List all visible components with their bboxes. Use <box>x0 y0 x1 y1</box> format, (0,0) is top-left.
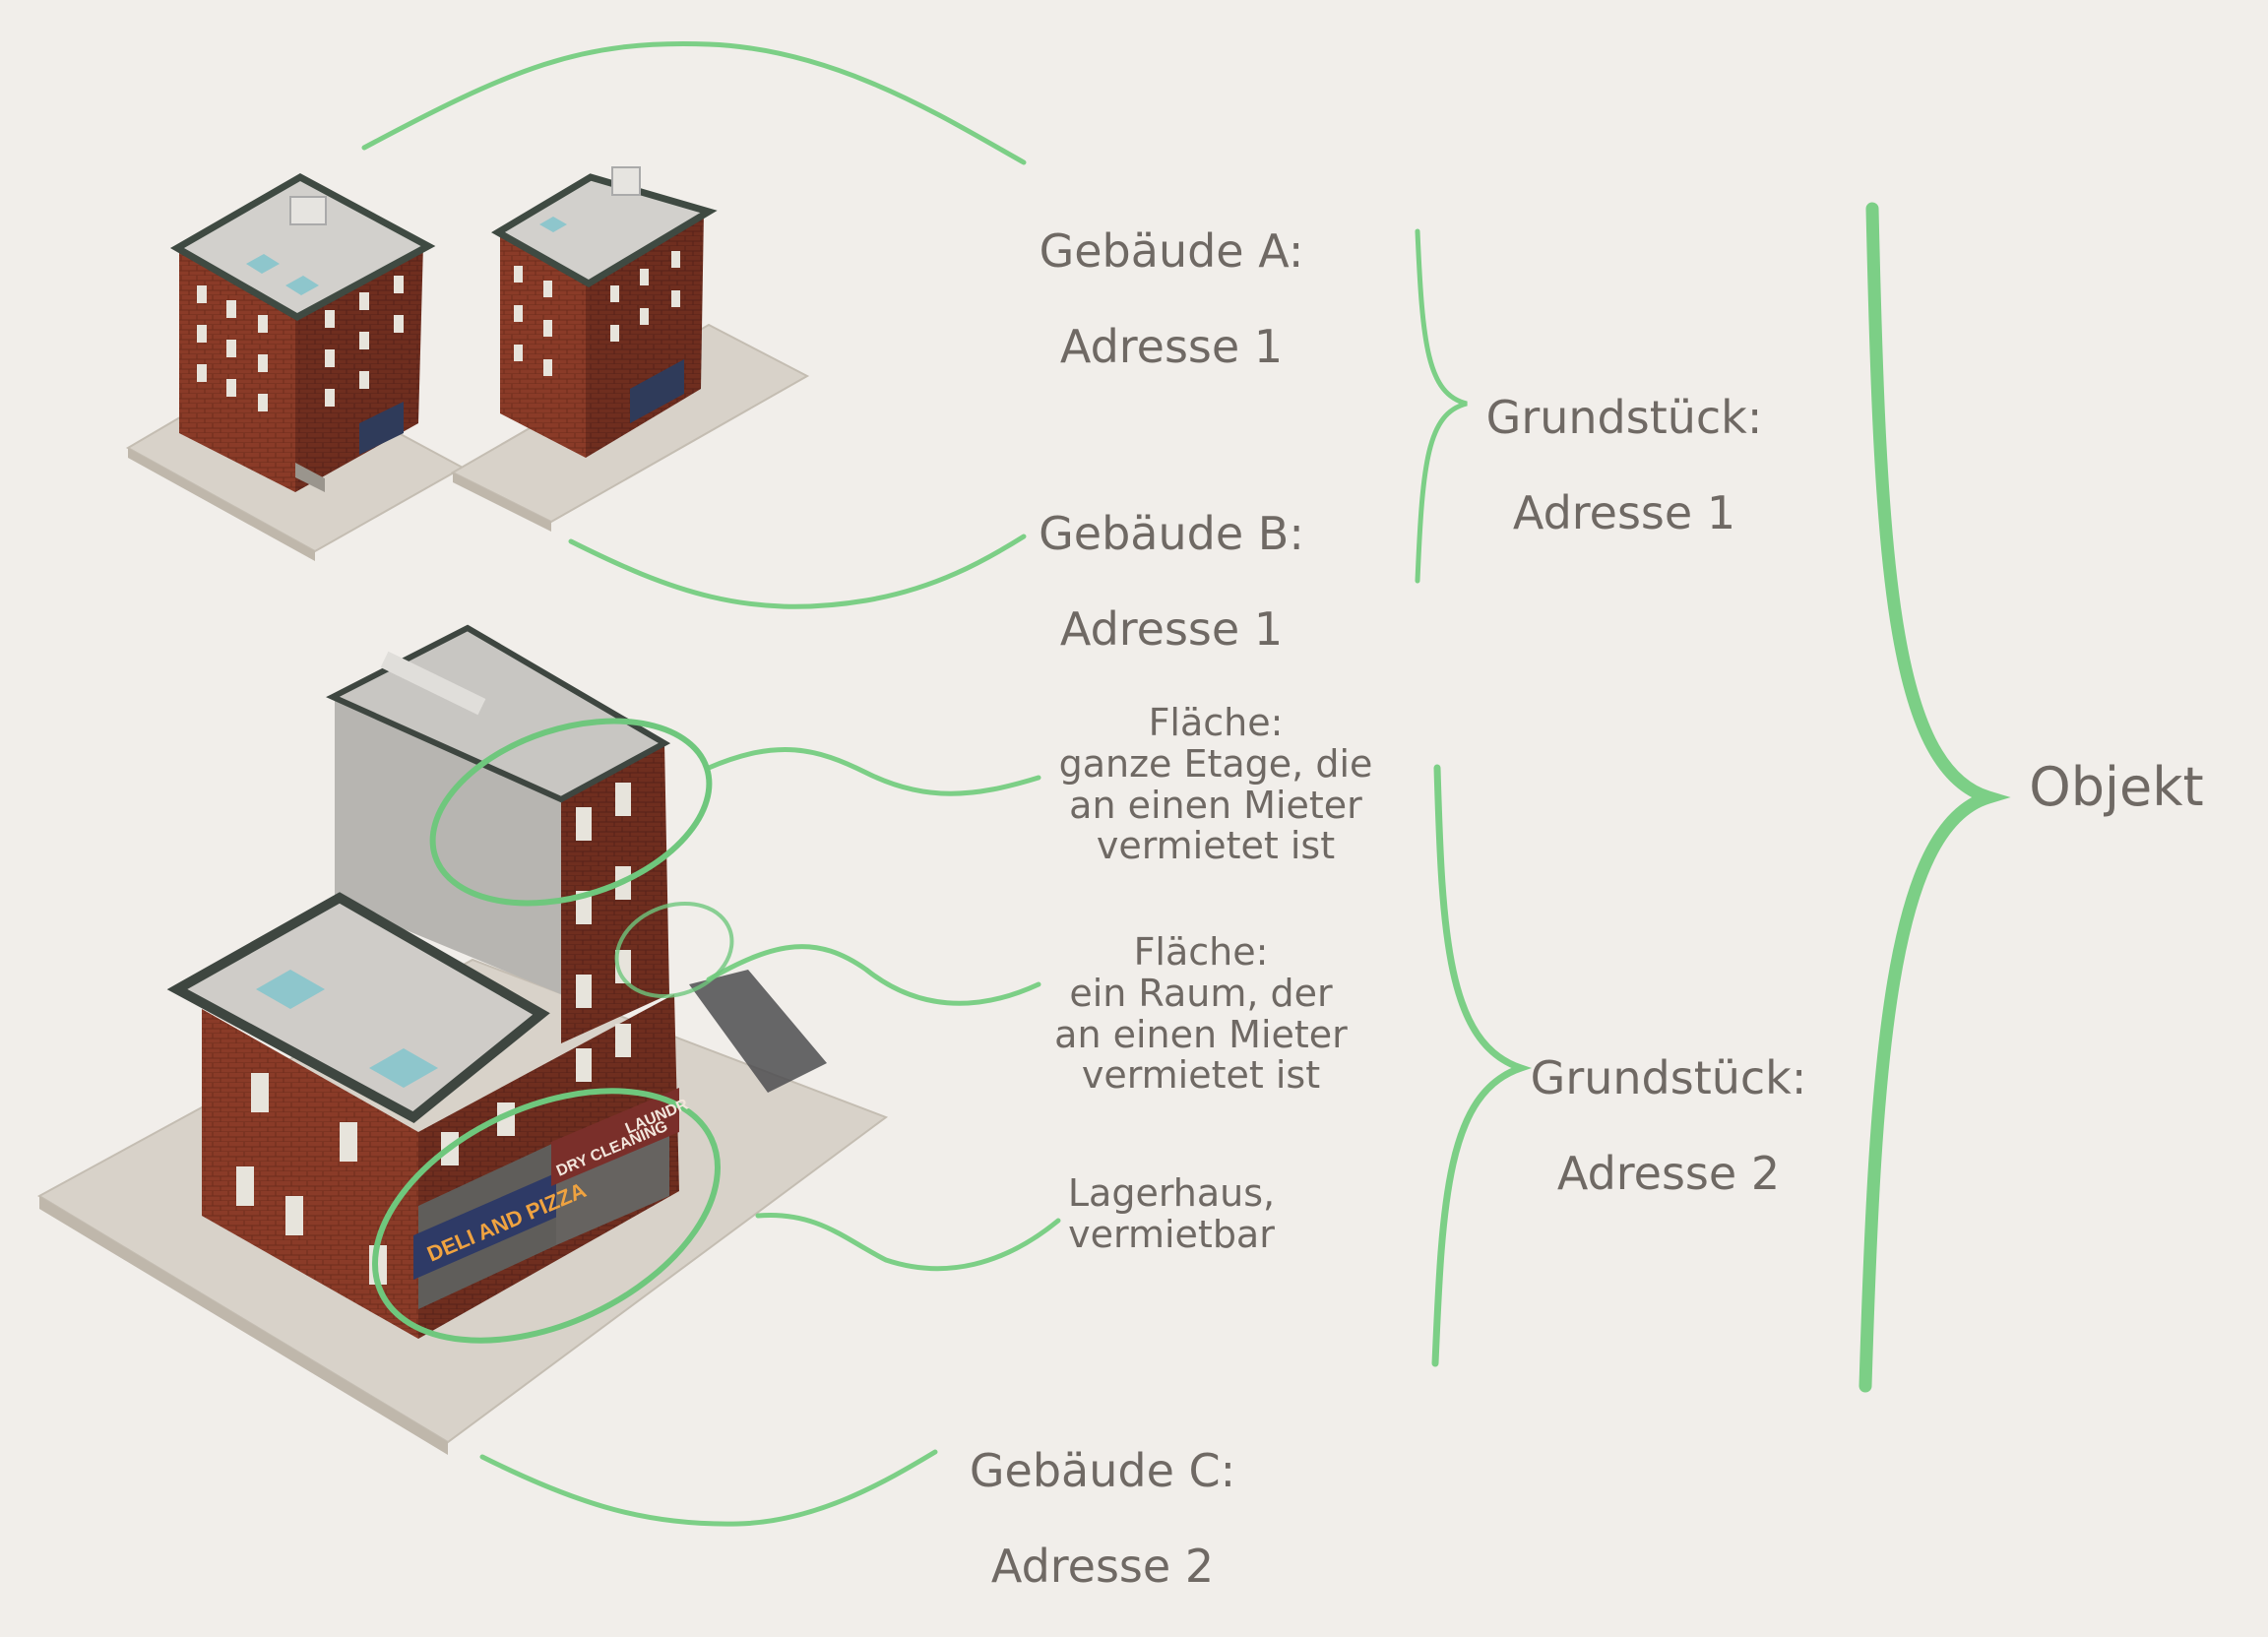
gebaeude-a-title: Gebäude A: <box>1024 227 1319 275</box>
connector-gebaeude-a <box>364 43 1024 162</box>
label-gebaeude-b: Gebäude B: Adresse 1 <box>1024 463 1319 700</box>
brace-grundstueck-1 <box>1418 231 1467 581</box>
building-b <box>453 167 807 532</box>
label-gebaeude-a: Gebäude A: Adresse 1 <box>1024 180 1319 417</box>
label-flaeche-etage: Fläche: ganze Etage, die an einen Mieter… <box>1043 703 1388 867</box>
grundstueck-1-address: Adresse 1 <box>1472 489 1777 536</box>
connector-gebaeude-b <box>571 536 1024 606</box>
connector-lagerhaus <box>758 1215 1058 1268</box>
connector-flaeche-etage <box>709 749 1039 793</box>
gebaeude-a-address: Adresse 1 <box>1024 323 1319 370</box>
label-grundstueck-2: Grundstück: Adresse 2 <box>1516 1007 1821 1244</box>
label-flaeche-raum: Fläche: ein Raum, der an einen Mieter ve… <box>1029 932 1373 1097</box>
gebaeude-c-address: Adresse 2 <box>955 1543 1250 1590</box>
label-lagerhaus: Lagerhaus, vermietbar <box>1034 1173 1309 1256</box>
brace-objekt <box>1865 209 1988 1386</box>
connector-gebaeude-c <box>482 1452 935 1524</box>
label-grundstueck-1: Grundstück: Adresse 1 <box>1472 346 1777 584</box>
label-objekt: Objekt <box>2008 760 2225 816</box>
grundstueck-2-title: Grundstück: <box>1516 1054 1821 1102</box>
gebaeude-c-title: Gebäude C: <box>955 1447 1250 1494</box>
grundstueck-2-address: Adresse 2 <box>1516 1150 1821 1197</box>
label-gebaeude-c: Gebäude C: Adresse 2 <box>955 1400 1250 1637</box>
gebaeude-b-address: Adresse 1 <box>1024 605 1319 653</box>
building-a <box>128 177 463 561</box>
gebaeude-b-title: Gebäude B: <box>1024 510 1319 557</box>
brace-grundstueck-2 <box>1435 768 1521 1363</box>
grundstueck-1-title: Grundstück: <box>1472 394 1777 441</box>
